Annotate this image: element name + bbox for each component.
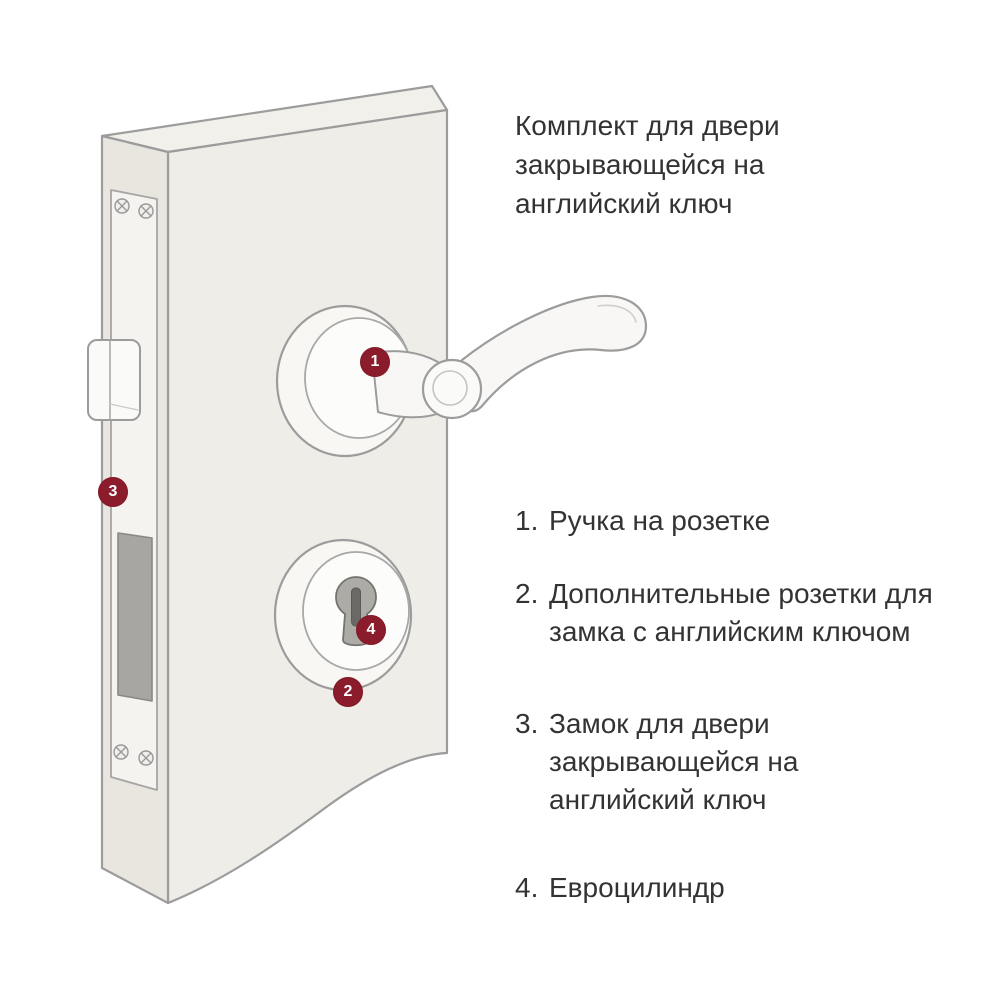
legend-text-4: Евроцилиндр — [549, 872, 725, 903]
legend-item-4: 4. Евроцилиндр — [515, 869, 985, 907]
diagram-title: Комплект для двери закрывающейся на англ… — [515, 106, 885, 223]
door-front-face — [166, 108, 449, 905]
callout-badge-3: 3 — [98, 477, 128, 507]
deadbolt — [117, 532, 153, 702]
legend-number-4: 4. — [515, 872, 539, 903]
legend-text-1: Ручка на розетке — [549, 505, 771, 536]
key-rosette — [273, 538, 413, 692]
legend-number-1: 1. — [515, 505, 539, 536]
title-line-1: Комплект для двери — [515, 110, 780, 141]
screw-icon — [113, 198, 154, 766]
legend-text-3: Замок для двери закрывающейся на английс… — [549, 708, 799, 815]
callout-badge-4: 4 — [356, 615, 386, 645]
legend-text-2: Дополнительные розетки для замка с англи… — [549, 578, 933, 647]
callout-badge-1: 1 — [360, 347, 390, 377]
title-line-2: закрывающейся на — [515, 149, 765, 180]
door-handle-lever — [371, 294, 648, 420]
latch-bolt — [87, 339, 141, 421]
legend-number-3: 3. — [515, 708, 539, 739]
title-line-3: английский ключ — [515, 188, 733, 219]
legend-item-1: 1. Ручка на розетке — [515, 502, 985, 540]
legend-number-2: 2. — [515, 578, 539, 609]
legend-item-3: 3. Замок для двери закрывающейся на англ… — [515, 705, 985, 819]
callout-badge-2: 2 — [333, 677, 363, 707]
legend-item-2: 2. Дополнительные розетки для замка с ан… — [515, 575, 985, 651]
